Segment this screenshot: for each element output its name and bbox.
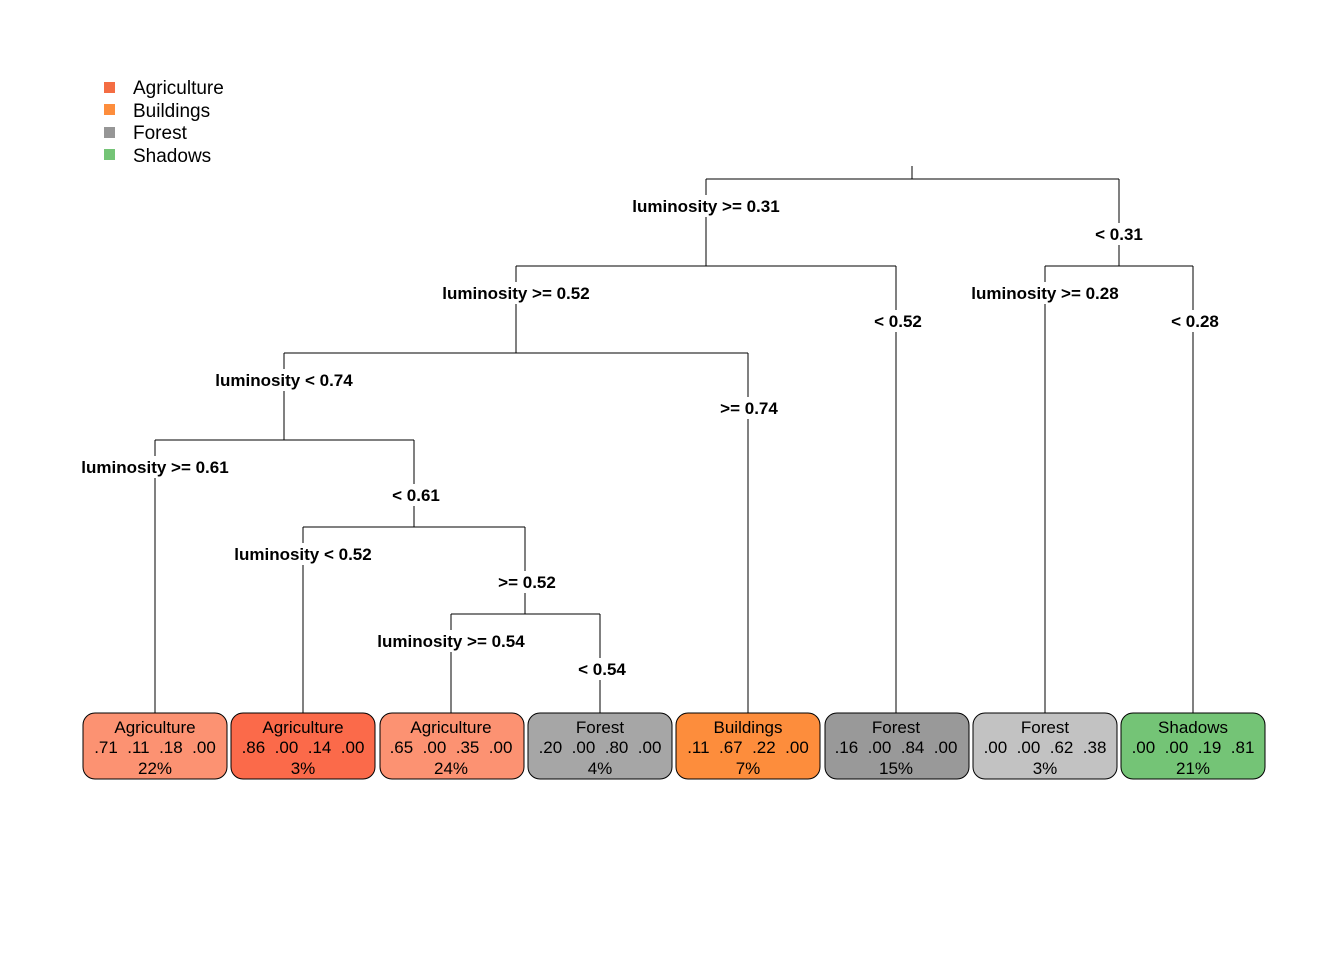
legend-swatch-shadows (104, 149, 115, 160)
legend-item-buildings: Buildings (104, 101, 210, 122)
leaf-nodes: Agriculture .71 .11 .18 .00 22% Agricult… (82, 712, 1266, 780)
split-label-node5-left: luminosity >= 0.61 (81, 458, 228, 477)
leaf-class-4: Forest (576, 718, 624, 737)
leaf-pct-2: 3% (291, 759, 316, 778)
split-labels: luminosity >= 0.31 < 0.31 luminosity >= … (75, 195, 1222, 680)
leaf-box-6 (824, 712, 970, 780)
leaf-probs-7: .00 .00 .62 .38 (984, 738, 1107, 757)
leaf-pct-4: 4% (588, 759, 613, 778)
edge-root (705, 166, 1120, 266)
split-label-node6-right: >= 0.52 (498, 573, 556, 592)
leaf-class-5: Buildings (714, 718, 783, 737)
leaf-node-7: Forest .00 .00 .62 .38 3% (972, 712, 1118, 780)
split-label-node7-left: luminosity >= 0.54 (377, 632, 525, 651)
legend-swatch-buildings (104, 104, 115, 115)
leaf-box-7 (972, 712, 1118, 780)
leaf-class-8: Shadows (1158, 718, 1228, 737)
edge-node4 (283, 352, 749, 713)
split-label-node4-right: >= 0.74 (720, 399, 778, 418)
leaf-box-3 (379, 712, 525, 780)
leaf-node-2: Agriculture .86 .00 .14 .00 3% (230, 712, 376, 780)
leaf-probs-2: .86 .00 .14 .00 (242, 738, 365, 757)
legend-label-forest: Forest (133, 123, 188, 144)
split-label-node4-left: luminosity < 0.74 (215, 371, 353, 390)
leaf-pct-8: 21% (1176, 759, 1210, 778)
split-label-node5-right: < 0.61 (392, 486, 440, 505)
leaf-class-1: Agriculture (114, 718, 195, 737)
leaf-probs-5: .11 .67 .22 .00 (687, 738, 809, 757)
leaf-probs-3: .65 .00 .35 .00 (390, 738, 513, 757)
leaf-node-6: Forest .16 .00 .84 .00 15% (824, 712, 970, 780)
legend-label-buildings: Buildings (133, 101, 210, 122)
legend-item-agriculture: Agriculture (104, 78, 224, 99)
split-label-node7-right: < 0.54 (578, 660, 626, 679)
leaf-box-5 (675, 712, 821, 780)
leaf-box-2 (230, 712, 376, 780)
leaf-node-4: Forest .20 .00 .80 .00 4% (527, 712, 673, 780)
split-label-node3-right: < 0.28 (1171, 312, 1219, 331)
leaf-node-8: Shadows .00 .00 .19 .81 21% (1120, 712, 1266, 780)
leaf-pct-6: 15% (879, 759, 913, 778)
leaf-box-1 (82, 712, 228, 780)
leaf-probs-6: .16 .00 .84 .00 (835, 738, 958, 757)
split-label-root-right: < 0.31 (1095, 225, 1143, 244)
leaf-pct-7: 3% (1033, 759, 1058, 778)
leaf-pct-5: 7% (736, 759, 761, 778)
leaf-class-2: Agriculture (262, 718, 343, 737)
leaf-pct-3: 24% (434, 759, 468, 778)
legend-swatch-agriculture (104, 82, 115, 93)
leaf-probs-4: .20 .00 .80 .00 (539, 738, 662, 757)
split-label-root-left: luminosity >= 0.31 (632, 197, 779, 216)
edge-node3 (1044, 265, 1194, 713)
split-label-node6-left: luminosity < 0.52 (234, 545, 371, 564)
leaf-node-1: Agriculture .71 .11 .18 .00 22% (82, 712, 228, 780)
edge-node2 (515, 265, 897, 713)
legend-label-agriculture: Agriculture (133, 78, 224, 99)
legend-item-shadows: Shadows (104, 146, 211, 167)
split-label-node2-right: < 0.52 (874, 312, 922, 331)
leaf-class-6: Forest (872, 718, 920, 737)
legend-item-forest: Forest (104, 123, 188, 144)
legend: Agriculture Buildings Forest Shadows (104, 78, 224, 167)
tree-edges (154, 166, 1194, 713)
leaf-probs-8: .00 .00 .19 .81 (1132, 738, 1255, 757)
legend-swatch-forest (104, 127, 115, 138)
leaf-probs-1: .71 .11 .18 .00 (94, 738, 216, 757)
edge-node5 (154, 439, 415, 713)
leaf-class-3: Agriculture (410, 718, 491, 737)
leaf-node-5: Buildings .11 .67 .22 .00 7% (675, 712, 821, 780)
leaf-class-7: Forest (1021, 718, 1069, 737)
split-label-node3-left: luminosity >= 0.28 (971, 284, 1118, 303)
split-label-node2-left: luminosity >= 0.52 (442, 284, 589, 303)
leaf-box-4 (527, 712, 673, 780)
leaf-node-3: Agriculture .65 .00 .35 .00 24% (379, 712, 525, 780)
legend-label-shadows: Shadows (133, 146, 211, 167)
leaf-box-8 (1120, 712, 1266, 780)
leaf-pct-1: 22% (138, 759, 172, 778)
